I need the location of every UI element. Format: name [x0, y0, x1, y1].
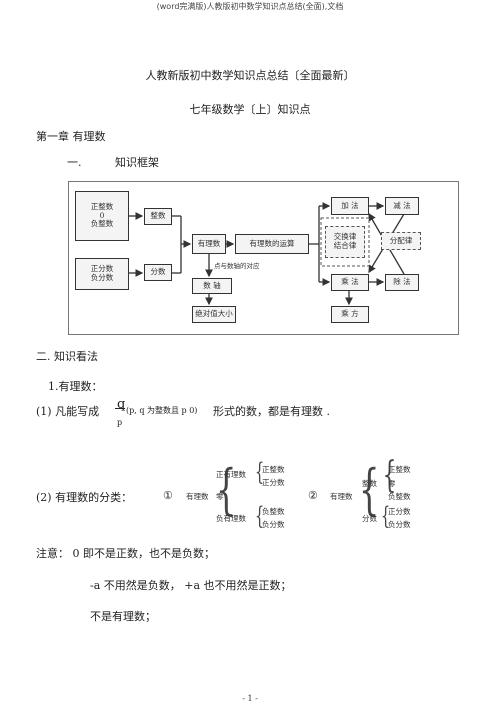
addition-box: 加 法: [331, 197, 369, 215]
rational-operations-box: 有理数的运算: [235, 234, 309, 254]
c1-positive-fraction: 正分数: [262, 478, 285, 487]
brace-icon: {: [215, 458, 237, 521]
section-title: 知识框架: [115, 156, 159, 169]
c2-integer: 整数: [362, 479, 377, 488]
note-2: -a 不用然是负数， +a 也不用然是正数；: [90, 579, 292, 592]
c2-fraction: 分数: [362, 514, 377, 523]
fraction-denominator: p: [117, 418, 123, 427]
fraction-numerator: q: [117, 397, 126, 412]
absolute-value-box: 绝对值大小: [192, 306, 236, 323]
classification-mark-2: ②: [308, 489, 318, 502]
c2-positive-fraction: 正分数: [388, 507, 411, 516]
knowledge-framework-diagram: 正整数 0 负整数 正分数 负分数 整数 分数 有理数 有理数的运算 点与数轴的…: [68, 181, 459, 335]
c1-negative-fraction: 负分数: [262, 520, 285, 529]
brace-icon: {: [382, 455, 397, 496]
distributive-law-box: 分配律: [381, 232, 421, 250]
brace-icon: {: [255, 458, 265, 486]
chapter-title: 第一章 有理数: [36, 130, 106, 143]
c1-zero: 零: [216, 492, 224, 501]
c1-negative-rational: 负有理数: [216, 514, 246, 523]
fractions-box: 分数: [144, 264, 172, 281]
multiplication-box: 乘 法: [331, 274, 369, 291]
division-box: 除 法: [385, 274, 419, 291]
c1-positive-integer: 正整数: [262, 465, 285, 474]
c2-negative-fraction: 负分数: [388, 520, 411, 529]
power-box: 乘 方: [331, 306, 369, 323]
note-1: 注意： 0 即不是正数，也不是负数；: [36, 547, 215, 560]
box-label: 交换律 结合律: [333, 232, 357, 250]
c2-positive-integer: 正整数: [388, 465, 411, 474]
section2-title: 二. 知识看法: [36, 350, 98, 363]
subtraction-box: 减 法: [385, 197, 419, 215]
pos-zero-neg-integers-box: 正整数 0 负整数: [75, 191, 129, 241]
box-label: 正分数 负分数: [90, 264, 114, 282]
c2-zero: 零: [388, 479, 396, 488]
laws-box: 交换律 结合律: [325, 226, 365, 258]
item1-heading: 1.有理数：: [48, 380, 103, 393]
brace-icon: {: [358, 458, 380, 521]
definition-suffix: 形式的数，都是有理数 .: [213, 405, 330, 418]
box-label: 正整数 0 负整数: [90, 202, 114, 229]
definition-prefix: (1) 凡能写成: [36, 405, 100, 418]
document-subtitle: 七年级数学〔上〕知识点: [189, 103, 311, 116]
number-line-box: 数 轴: [192, 278, 232, 294]
note-3: 不是有理数；: [90, 610, 156, 623]
brace-icon: {: [255, 502, 265, 530]
c2-negative-integer: 负整数: [388, 492, 411, 501]
fraction-bar: [115, 408, 125, 409]
section-number: 一.: [67, 156, 82, 169]
number-line-correspondence-label: 点与数轴的对应: [214, 262, 260, 270]
classification-prefix: (2) 有理数的分类：: [36, 491, 133, 504]
classification-mark-1: ①: [163, 489, 173, 502]
classification-2-root: 有理数: [330, 492, 353, 501]
document-header: (word完满版)人教版初中数学知识点总结(全面),文档: [156, 2, 344, 11]
classification-1-root: 有理数: [186, 492, 209, 501]
rational-box: 有理数: [192, 234, 226, 254]
c1-positive-rational: 正有理数: [216, 470, 246, 479]
brace-icon: {: [381, 502, 391, 530]
page-number: - 1 -: [242, 694, 258, 703]
definition-condition: (p, q 为整数且 p 0): [126, 406, 198, 415]
pos-neg-fractions-box: 正分数 负分数: [75, 258, 129, 290]
integers-box: 整数: [144, 208, 172, 225]
c1-negative-integer: 负整数: [262, 507, 285, 516]
document-title: 人教新版初中数学知识点总结〔全面最新〕: [145, 69, 355, 82]
